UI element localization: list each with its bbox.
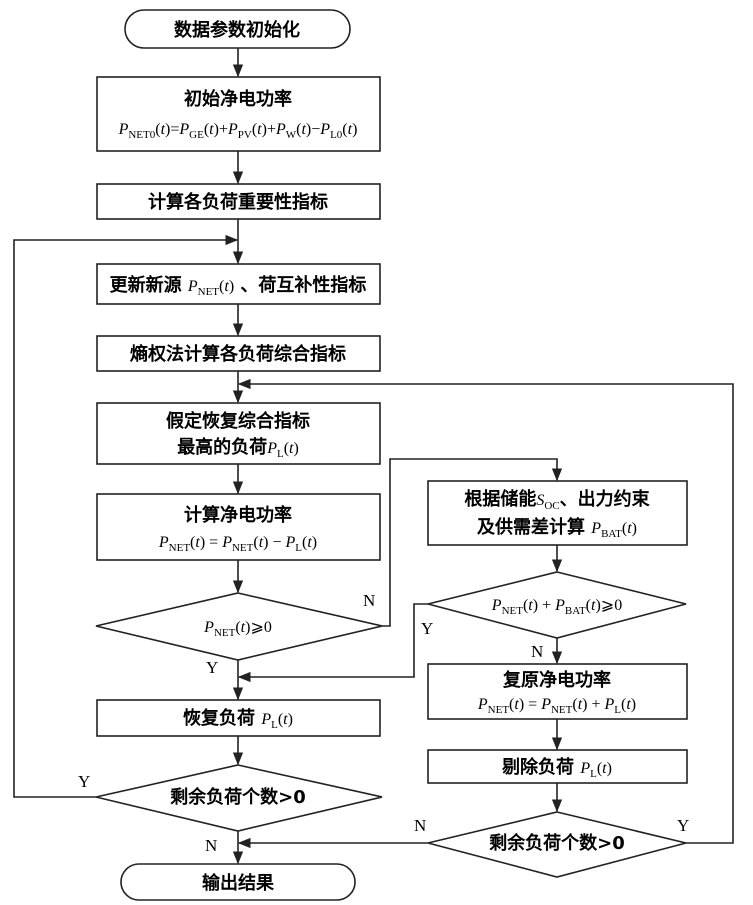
calc-importance-label: 计算各负荷重要性指标 [148, 191, 328, 213]
update-indicator-box [96, 263, 381, 305]
label-net-yes: Y [206, 658, 218, 677]
label-right-yes: Y [677, 816, 689, 835]
label-bat-no: N [531, 642, 543, 661]
entropy-weight-label: 熵权法计算各负荷综合指标 [129, 343, 346, 365]
update-indicator-label: 更新新源 PNET(t) 、荷互补性指标 [110, 274, 367, 298]
label-left-no: N [205, 836, 217, 855]
assume-line2: 最高的负荷PL(t) [177, 436, 299, 460]
label-left-yes: Y [78, 772, 90, 791]
battery-line1: 根据储能SOC、出力约束 [464, 488, 650, 512]
restore-net-power-formula: PNET(t) = PNET(t) + PL(t) [477, 696, 636, 716]
initial-net-power-box [96, 76, 381, 152]
arrow-net-no-to-battery [382, 458, 563, 627]
remaining-loads-left-label: 剩余负荷个数>0 [170, 786, 306, 808]
battery-power-box [427, 480, 688, 546]
loop-left-yes [13, 234, 239, 798]
restore-net-power-title: 复原净电功率 [502, 669, 611, 691]
calc-net-power-formula: PNET(t) = PNET(t) − PL(t) [158, 534, 317, 554]
start-label: 数据参数初始化 [174, 19, 300, 41]
remaining-loads-right-label: 剩余负荷个数>0 [489, 832, 625, 854]
restore-load-label: 恢复负荷 PL(t) [183, 707, 293, 731]
remaining-loads-decision-right [427, 811, 687, 878]
label-net-no: N [363, 591, 375, 610]
remove-load-box [427, 749, 688, 784]
label-right-no: N [414, 816, 426, 835]
initial-net-power-formula: PNET0(t)=PGE(t)+PPV(t)+PW(t)−PL0(t) [118, 121, 358, 141]
loop-right-yes [237, 378, 734, 844]
calc-net-power-title: 计算净电功率 [184, 504, 292, 526]
remove-load-label: 剔除负荷 PL(t) [501, 756, 612, 780]
restore-load-box [96, 699, 381, 737]
net-plus-battery-decision-label: PNET(t) + PBAT(t)⩾0 [491, 597, 622, 617]
calc-net-power-box [96, 493, 381, 561]
assume-highest-load-box [96, 402, 381, 465]
initial-net-power-title: 初始净电功率 [184, 88, 292, 110]
output-label: 输出结果 [202, 872, 275, 894]
assume-line1: 假定恢复综合指标 [166, 410, 310, 432]
battery-line2: 及供需差计算 PBAT(t) [477, 516, 637, 540]
label-bat-yes: Y [421, 619, 433, 638]
net-power-decision-label: PNET(t)⩾0 [203, 619, 272, 639]
arrow-bat-yes-to-main [237, 603, 428, 683]
